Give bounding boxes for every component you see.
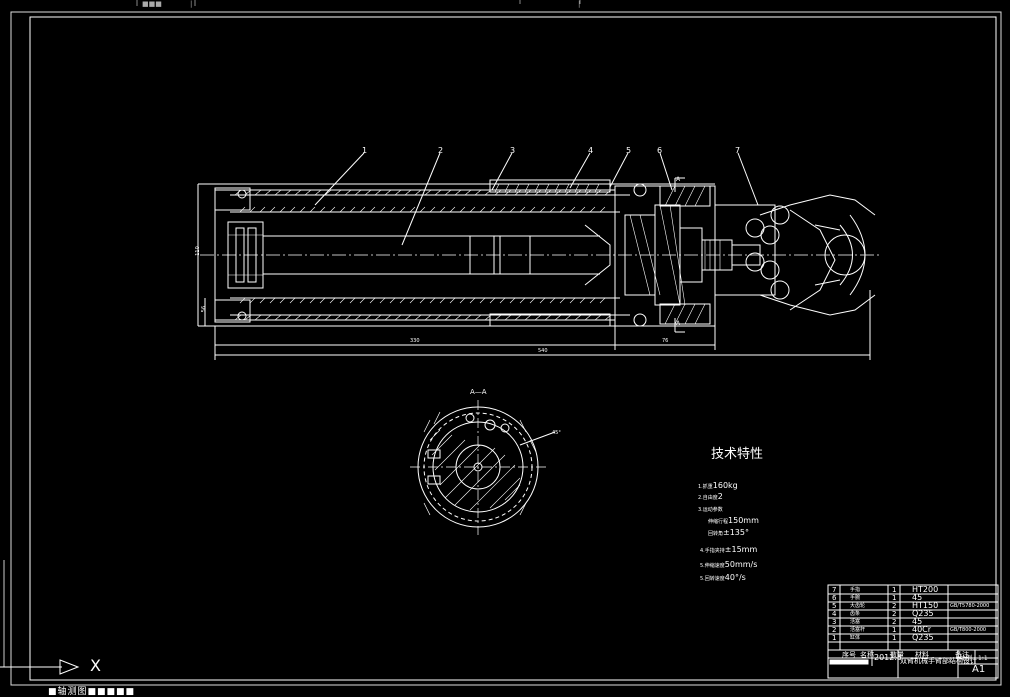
balloon-4: 4 [588,146,594,155]
tech-item: 5.回转速度40°/s [700,573,746,584]
dim-length-mid: 76 [662,338,669,344]
section-view [410,400,556,535]
top-toolbar-divider-1: | [190,0,193,8]
tech-item-value: 2 [717,492,723,501]
tech-item: 4.手指夹持±15mm [700,545,757,556]
bom-cell-no: 3 [832,618,837,626]
bom-cell-material: Q235 [912,633,934,642]
tech-item: 3.运动参数 [698,504,723,515]
bom-cell-no: 7 [832,586,837,594]
dim-small: 56 [201,305,208,313]
bom-cell-material: 45 [912,593,923,602]
bom-cell-name: 活塞杆 [850,627,866,633]
balloon-2: 2 [438,146,444,155]
bom-cell-material: 45 [912,617,923,626]
dim-length-left: 330 [410,338,420,344]
angle-label: 45° [552,430,561,436]
bom-header-material: 材料 [915,651,929,659]
top-toolbar-fragment[interactable]: ■■■ [142,0,162,8]
section-mark-bottom: A [676,320,681,327]
frame-border [29,16,997,681]
bom-cell-name: 齿条 [850,611,861,617]
bom-cell-qty: 1 [892,586,897,594]
tech-item-label: 2.自由度 [698,495,718,501]
bom-cell-name: 大齿轮 [850,603,866,609]
tech-item-value: ±15mm [724,545,758,554]
tech-item-label: 5.伸缩速度 [700,563,725,569]
ucs-icon [0,560,80,675]
drawing-date: 2012.5 [874,653,902,662]
scale-value: 1:1 [978,655,988,662]
sheet-size: A1 [972,664,986,675]
tech-item-label: 伸缩行程 [708,519,729,525]
sheet-border [10,11,1002,686]
bom-header-qty: 数量 [890,651,904,659]
balloon-1: 1 [362,146,368,155]
top-toolbar-divider-2: | [578,0,581,8]
tech-item-label: 回转角 [708,531,724,537]
tech-item-label: 5.回转速度 [700,576,725,582]
tech-item: 5.伸缩速度50mm/s [700,560,757,571]
tech-title: 技术特性 [711,447,764,462]
bom-cell-name: 手指 [850,587,861,593]
title-block [827,584,999,679]
bom-cell-material: HT150 [912,601,939,610]
tech-item-label: 3.运动参数 [698,507,723,513]
bom-cell-qty: 2 [892,602,897,610]
tech-item: 2.自由度2 [698,492,723,503]
bom-cell-std: GB/T800-2000 [950,627,987,633]
bom-cell-name: 缸体 [850,635,861,641]
section-mark-top: A [676,176,681,183]
command-line-text: ■轴测图■■■■■ [48,687,136,697]
ucs-x-label: X [90,656,101,675]
bom-cell-qty: 2 [892,618,897,626]
dim-height: 110 [194,246,201,256]
balloon-5: 5 [626,146,632,155]
bom-cell-no: 5 [832,602,837,610]
dim-total: 540 [538,348,548,354]
bom-cell-no: 2 [832,626,837,634]
arm-assembly [197,152,880,360]
balloon-7: 7 [735,146,741,155]
bom-cell-name: 活塞 [850,619,861,625]
tech-item-value: 50mm/s [724,560,758,569]
tech-item: 伸缩行程150mm [708,516,759,527]
bom-header-no: 序号 [842,651,856,659]
bom-cell-material: Q235 [912,609,934,618]
bom-cell-std: GB/T5780-2000 [950,603,990,609]
tech-item: 回转角±135° [708,528,749,539]
tech-item-label: 4.手指夹持 [700,548,725,554]
tech-item-value: 160kg [712,481,738,490]
bom-header-name: 名称 [860,651,874,659]
tech-item: 1.抓重160kg [698,481,738,492]
tech-item-value: ±135° [723,528,749,537]
section-label: A—A [470,388,487,396]
scale-label: 比例 [960,655,973,662]
bom-header-std: 备注 [955,651,969,659]
bom-cell-qty: 1 [892,634,897,642]
bom-cell-no: 4 [832,610,837,618]
bom-cell-material: 40Cr [912,625,932,634]
bom-cell-name: 手腕 [850,595,861,601]
drawing-title: 双臂机械手臂部结构设计 [900,657,977,665]
bom-cell-material: HT200 [912,585,939,594]
tech-item-label: 1.抓重 [698,484,713,490]
tech-item-value: 150mm [728,516,759,525]
balloon-6: 6 [657,146,663,155]
balloon-3: 3 [510,146,516,155]
bom-cell-no: 1 [832,634,837,642]
bom-cell-qty: 1 [892,594,897,602]
tech-item-value: 40°/s [724,573,746,582]
bom-cell-qty: 1 [892,626,897,634]
bom-cell-qty: 2 [892,610,897,618]
bom-cell-no: 6 [832,594,837,602]
